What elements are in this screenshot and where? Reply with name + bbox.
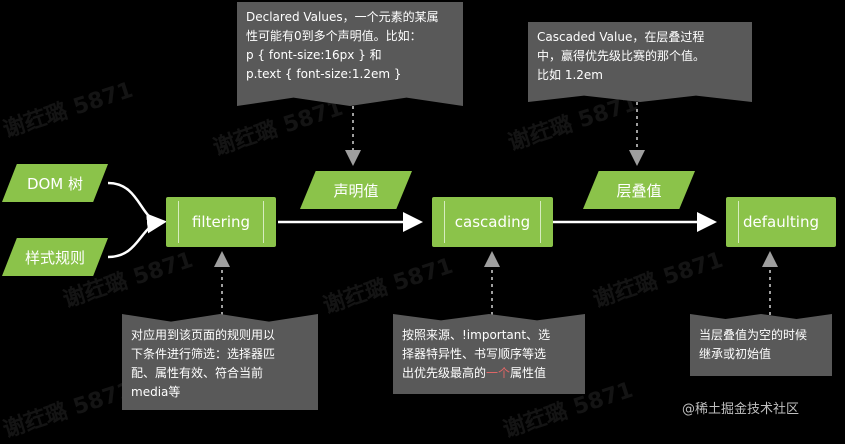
note-line: Declared Values，一个元素的某属: [246, 10, 439, 24]
note-line: p.text { font-size:1.2em }: [246, 67, 402, 81]
value-cascaded-label: 层叠值: [616, 181, 662, 200]
note-defaulting: 当层叠值为空的时候 继承或初始值: [690, 314, 832, 376]
note-line: 比如 1.2em: [537, 68, 603, 82]
note-text: 属性值: [510, 366, 547, 380]
footer-credit: @稀土掘金技术社区: [682, 402, 800, 417]
stage-cascading: cascading: [432, 197, 553, 247]
input-style-rules: 样式规则: [2, 238, 108, 276]
note-line: 配、属性有效、符合当前: [131, 366, 264, 380]
note-line: 继承或初始值: [699, 347, 772, 361]
note-highlight: 一个: [486, 366, 511, 380]
input-style-rules-label: 样式规则: [24, 248, 85, 267]
edge-style-to-filtering: [107, 213, 167, 259]
note-line: 按照来源、!important、选: [402, 328, 551, 342]
note-text: 出优先级最高的: [402, 366, 487, 380]
stage-filtering-label: filtering: [191, 213, 251, 231]
note-line: 出优先级最高的一个属性值: [402, 364, 576, 383]
note-line: 下条件进行筛选：选择器匹: [131, 347, 276, 361]
value-declared: 声明值: [300, 171, 412, 209]
note-line: 择器特异性、书写顺序等选: [402, 347, 547, 361]
note-line: 中，赢得优先级比赛的那个值。: [537, 49, 706, 63]
note-line: 性可能有0到多个声明值。比如：: [246, 29, 422, 43]
input-dom-tree: DOM 树: [2, 164, 108, 202]
note-cascaded-value: Cascaded Value，在层叠过程 中，赢得优先级比赛的那个值。 比如 1…: [528, 22, 752, 102]
connector-layer: [107, 102, 778, 315]
value-declared-label: 声明值: [333, 181, 379, 200]
note-filtering: 对应用到该页面的规则用以 下条件进行筛选：选择器匹 配、属性有效、符合当前 me…: [122, 314, 318, 410]
note-line: p { font-size:16px } 和: [246, 48, 382, 62]
stage-defaulting: defaulting: [726, 197, 836, 247]
note-line: 当层叠值为空的时候: [699, 328, 808, 342]
note-line: media等: [131, 385, 181, 399]
note-line: Cascaded Value，在层叠过程: [537, 30, 705, 44]
note-line: 对应用到该页面的规则用以: [131, 328, 276, 342]
edge-dom-to-filtering: [107, 181, 161, 224]
value-cascaded: 层叠值: [583, 171, 695, 209]
input-dom-tree-label: DOM 树: [26, 174, 84, 193]
note-cascading: 按照来源、!important、选 择器特异性、书写顺序等选 出优先级最高的一个…: [393, 314, 585, 394]
stage-cascading-label: cascading: [454, 213, 531, 231]
stage-filtering: filtering: [166, 197, 276, 247]
stage-defaulting-label: defaulting: [743, 213, 819, 231]
note-declared-values: Declared Values，一个元素的某属 性可能有0到多个声明值。比如： …: [237, 2, 463, 106]
